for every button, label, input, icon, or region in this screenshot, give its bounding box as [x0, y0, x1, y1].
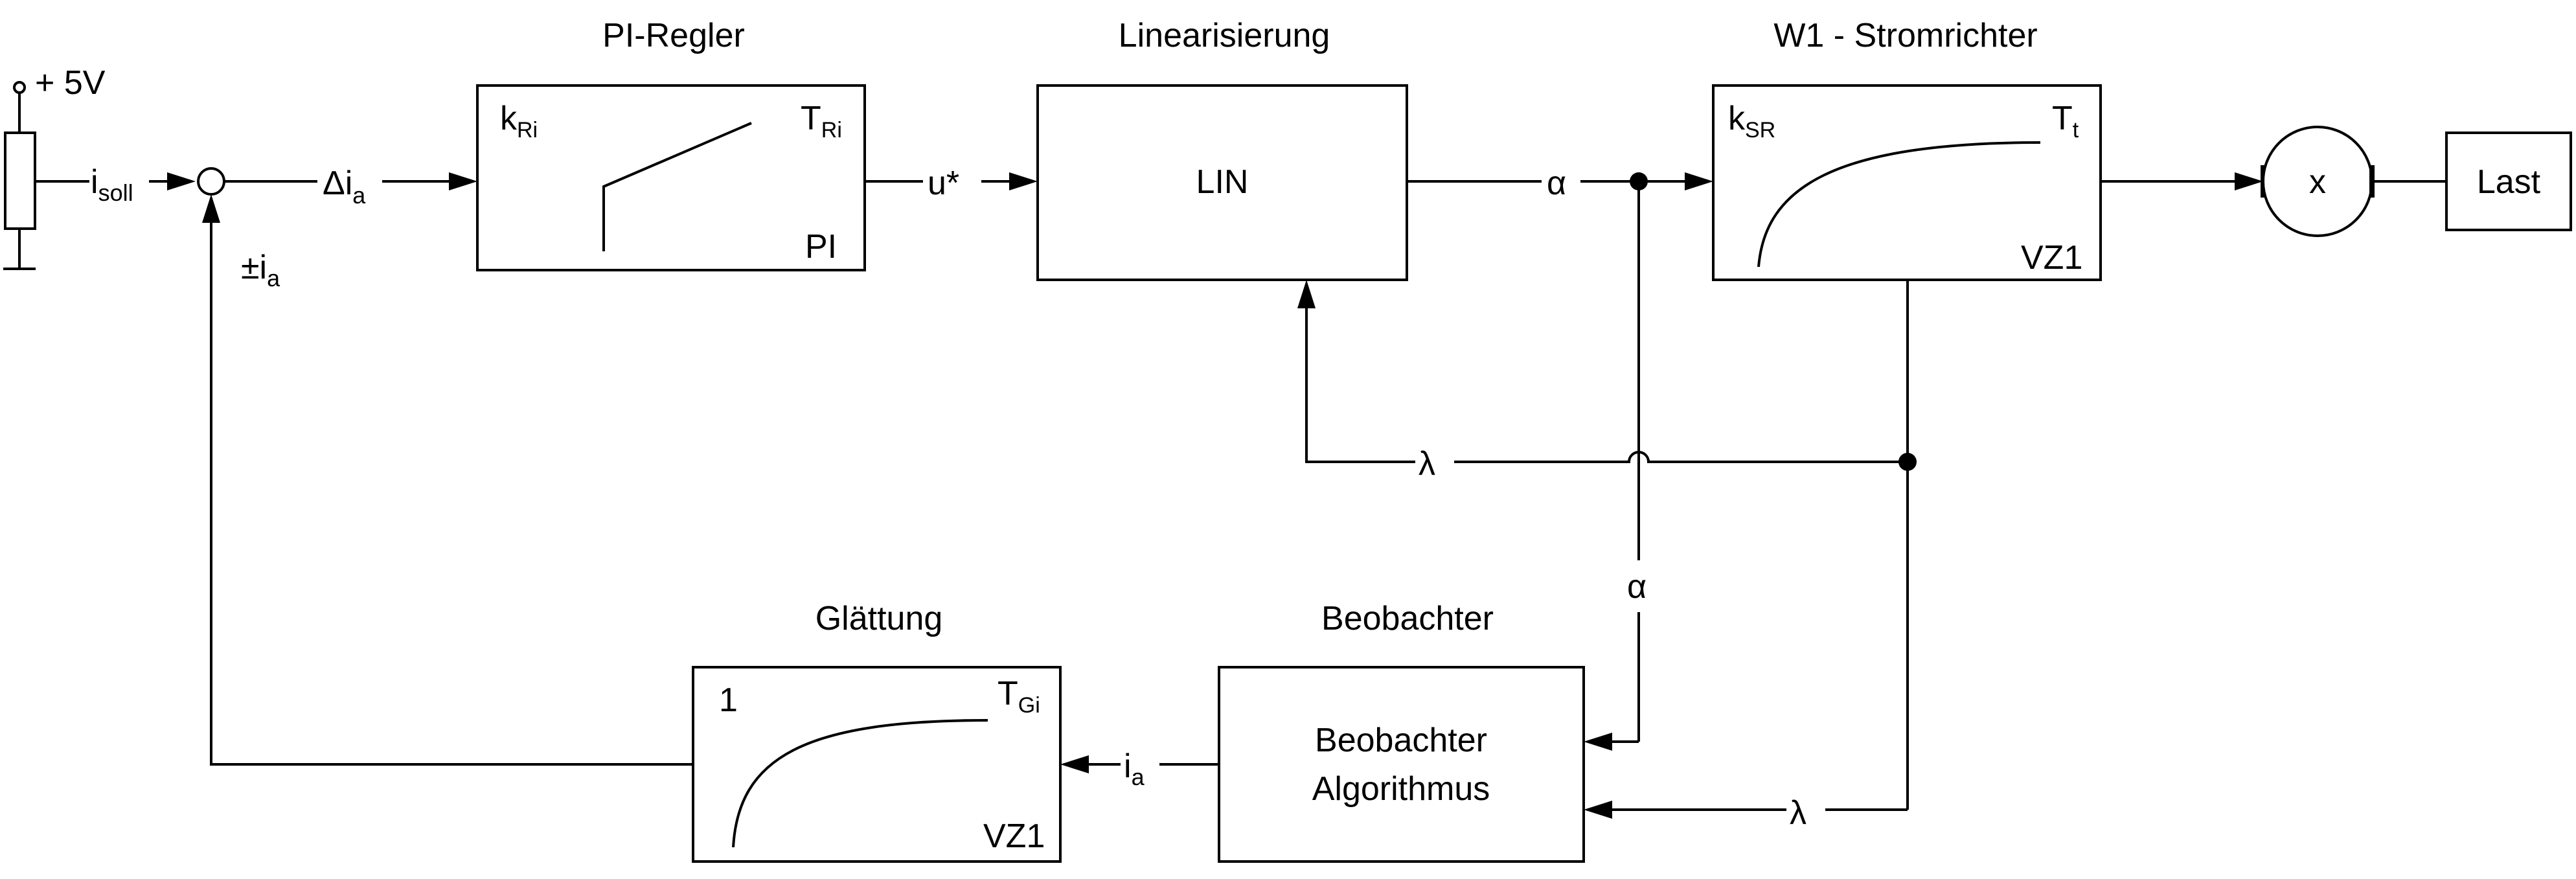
lambda-label-bottom: λ — [1790, 794, 1807, 832]
potentiometer — [4, 131, 36, 230]
pi-regler-title: PI-Regler — [602, 17, 745, 54]
alpha-label-mid: α — [1627, 568, 1647, 606]
delta-i-label: Δia — [323, 165, 366, 209]
source-terminal — [13, 81, 26, 94]
sr-t-label: Tt — [2052, 100, 2079, 143]
voltage-source: + 5V — [3, 64, 106, 270]
glaettung-t-label: TGi — [997, 675, 1040, 718]
pi-regler-block — [476, 84, 866, 271]
glaettung-block — [692, 666, 1062, 863]
beobachter-line1: Beobachter — [1315, 722, 1487, 759]
stromrichter-title: W1 - Stromrichter — [1773, 17, 2037, 54]
lin-label: LIN — [1196, 163, 1249, 201]
glaettung-type-label: VZ1 — [983, 817, 1045, 855]
sr-type-label: VZ1 — [2021, 239, 2082, 277]
linearisierung-block — [1036, 84, 1408, 281]
motor-label: x — [2309, 163, 2326, 201]
i-soll-label: isoll — [91, 163, 133, 206]
i-a-label: ia — [1124, 748, 1145, 790]
sr-k-label: kSR — [1728, 100, 1775, 143]
glaettung-gain: 1 — [719, 681, 738, 719]
beobachter-title: Beobachter — [1321, 600, 1494, 637]
feedback-label: ±ia — [241, 249, 280, 291]
stromrichter-block — [1712, 84, 2102, 281]
linearisierung-title: Linearisierung — [1119, 17, 1330, 54]
alpha-label-top: α — [1547, 165, 1566, 202]
pi-type-label: PI — [805, 228, 837, 266]
last-block — [2445, 131, 2572, 231]
glaettung-title: Glättung — [815, 600, 943, 637]
summing-junction — [197, 167, 225, 196]
last-label: Last — [2477, 163, 2541, 201]
voltage-label: + 5V — [35, 64, 106, 102]
sr-response-curve — [1757, 141, 2041, 268]
pi-t-label: TRi — [801, 100, 842, 143]
pi-step-curve — [602, 122, 752, 251]
glaettung-response-curve — [732, 719, 988, 848]
lambda-label-top: λ — [1419, 445, 1435, 483]
u-star-label: u* — [928, 165, 959, 202]
beobachter-line2: Algorithmus — [1312, 770, 1490, 808]
beobachter-block — [1218, 666, 1585, 863]
pi-k-label: kRi — [500, 100, 538, 143]
